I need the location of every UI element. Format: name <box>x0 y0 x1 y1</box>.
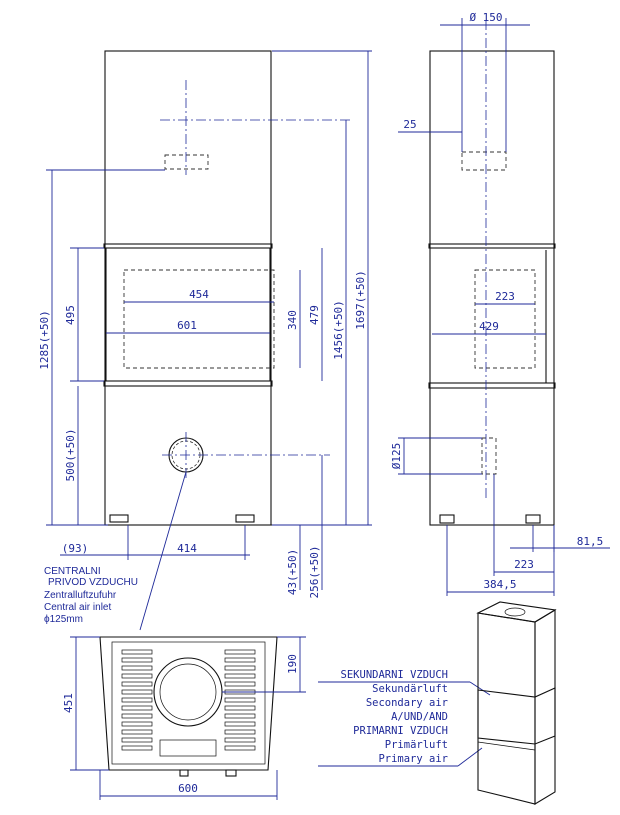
air-legend-leader-1 <box>469 681 491 696</box>
iso-lower-band <box>477 741 536 751</box>
front-body-outline <box>104 50 272 526</box>
dim-223a: 223 <box>495 290 515 303</box>
side-view: Ø 150 25 223 429 Ø125 81,5 223 384,5 <box>390 11 610 596</box>
dim-384: 384,5 <box>483 578 516 591</box>
side-body-outline <box>429 50 555 526</box>
front-foot-left <box>109 514 129 523</box>
dim-43: 43(+50) <box>286 549 299 595</box>
top-view: 190 451 600 <box>62 636 306 800</box>
side-upper-band <box>428 243 556 249</box>
air-legend-7: Primary air <box>378 753 448 765</box>
dim-600: 600 <box>178 782 198 795</box>
top-knob-left <box>179 769 189 777</box>
iso-front-face <box>477 612 536 805</box>
dim-190: 190 <box>286 654 299 674</box>
dim-1456: 1456(+50) <box>332 300 345 360</box>
air-legend-6: Primärluft <box>385 739 448 751</box>
dim-414: 414 <box>177 542 197 555</box>
air-inlet-note-1: CENTRALNI <box>44 566 101 577</box>
top-front-slot <box>159 739 217 757</box>
front-foot-right <box>235 514 255 523</box>
dim-223b: 223 <box>514 558 534 571</box>
air-legend-5: PRIMARNI VZDUCH <box>353 725 448 737</box>
front-glass-outline <box>123 269 275 369</box>
top-inner-frame <box>111 641 266 765</box>
top-vent-slots-left <box>121 649 153 751</box>
air-inlet-note-3: Zentralluftzufuhr <box>44 590 117 601</box>
isometric-view <box>476 601 557 805</box>
side-lower-band <box>428 382 556 389</box>
front-flue-outlet <box>164 154 209 170</box>
dim-479: 479 <box>308 305 321 325</box>
dim-256: 256(+50) <box>308 546 321 599</box>
dim-1697: 1697(+50) <box>354 270 367 330</box>
dim-1285: 1285(+50) <box>38 310 51 370</box>
dim-150: Ø 150 <box>469 11 502 24</box>
dim-125: Ø125 <box>390 443 403 470</box>
top-knob-right <box>225 769 237 777</box>
dim-81: 81,5 <box>577 535 604 548</box>
front-lower-band <box>103 380 273 387</box>
air-legend-4: A/UND/AND <box>391 711 448 723</box>
dim-93: (93) <box>62 542 89 555</box>
dim-25: 25 <box>403 118 416 131</box>
air-legend-1: SEKUNDARNI VZDUCH <box>341 669 448 681</box>
dim-454: 454 <box>189 288 209 301</box>
dim-495: 495 <box>64 305 77 325</box>
air-inlet-note-5: ϕ125mm <box>44 614 83 625</box>
iso-side-face <box>534 609 556 805</box>
top-flue-inner <box>159 663 217 721</box>
air-legend: SEKUNDARNI VZDUCH Sekundärluft Secondary… <box>318 669 491 767</box>
dim-500: 500(+50) <box>64 429 77 482</box>
air-inlet-note-2: PRIVOD VZDUCHU <box>48 577 138 588</box>
front-upper-band <box>103 243 273 249</box>
dim-429: 429 <box>479 320 499 333</box>
air-legend-2: Sekundärluft <box>372 683 448 695</box>
side-foot-left <box>439 514 455 524</box>
dim-340: 340 <box>286 310 299 330</box>
front-view: 454 601 340 479 1456(+50) 1697(+50) 495 … <box>38 50 372 631</box>
iso-door-section <box>477 687 556 745</box>
side-flue-outlet <box>461 151 507 171</box>
top-vent-slots-right <box>224 649 256 751</box>
iso-flue-opening <box>504 607 526 617</box>
side-glass-outline <box>474 269 536 369</box>
dim-451: 451 <box>62 693 75 713</box>
dim-601: 601 <box>177 319 197 332</box>
top-flue-circle <box>153 657 223 727</box>
side-air-inlet <box>481 437 497 475</box>
air-inlet-leader <box>139 471 187 631</box>
air-legend-3: Secondary air <box>366 697 448 709</box>
top-body-outline <box>99 636 278 771</box>
air-inlet-note-4: Central air inlet <box>44 602 111 613</box>
side-foot-right <box>525 514 541 524</box>
